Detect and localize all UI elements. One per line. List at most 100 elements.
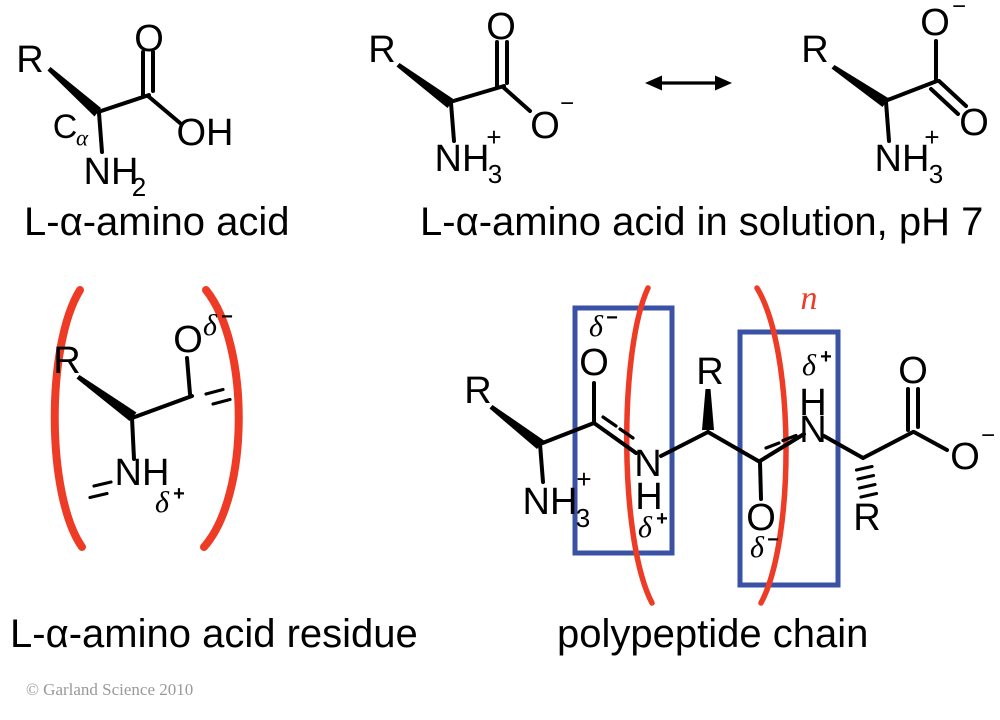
red-open-bracket: [50, 286, 86, 551]
bond: [659, 430, 710, 458]
partial-bond-dash: [211, 397, 232, 406]
peptide-bond-box-2: [737, 329, 841, 588]
carboxylate-charge-label: −: [980, 422, 996, 449]
partial-bond-dash: [781, 433, 798, 443]
amine-label: NH: [434, 138, 490, 180]
r-group-label: R: [368, 29, 396, 71]
bond: [538, 421, 596, 446]
carboxylate-charge-label: −: [559, 90, 575, 117]
carbonyl-oxygen-label: O: [134, 18, 164, 60]
wedge-bond: [76, 375, 137, 421]
wedge-bond: [489, 405, 544, 449]
hash-bond-dash: [857, 482, 877, 490]
partial-bond-dash: [204, 387, 225, 396]
hydrogen-label: H: [635, 476, 663, 518]
delta-minus-label: δ: [203, 309, 217, 342]
hash-bond-dash: [856, 473, 876, 481]
delta-minus-label: δ: [750, 531, 764, 564]
r-group-label: R: [16, 39, 44, 81]
oxygen-label: O: [898, 350, 928, 392]
bond: [185, 356, 192, 396]
nitrogen-label: N: [799, 409, 827, 451]
wedge-bond: [396, 63, 454, 108]
wedge-bond: [831, 65, 889, 107]
amine-label: NH: [874, 138, 930, 180]
amine-charge-label: +: [486, 122, 502, 152]
carboxylate-oxygen-label: O: [530, 105, 560, 147]
residue-bonds: [50, 286, 243, 551]
hydrogen-label: H: [799, 382, 827, 424]
amine-charge-label: +: [576, 464, 592, 494]
bond: [538, 442, 545, 484]
carbonyl-oxygen-label: O: [959, 102, 989, 144]
amide-label: NH: [114, 452, 170, 494]
delta-plus-sign: +: [820, 346, 832, 368]
repeat-n-label: n: [800, 280, 818, 317]
zwitterion-right-bonds: [831, 39, 968, 143]
delta-plus-label: δ: [802, 349, 816, 382]
partial-bond-dash: [601, 415, 618, 428]
partial-bond-dash: [618, 427, 635, 440]
hash-bond-dash: [859, 491, 879, 499]
hydroxyl-label: OH: [176, 112, 234, 154]
partial-bond-dash: [88, 491, 109, 500]
carboxylate-oxygen-label: O: [950, 436, 980, 478]
amino-acid-bonds: [47, 50, 182, 154]
amine-charge-label: +: [924, 122, 940, 152]
r-group-label: R: [696, 351, 724, 393]
delta-plus-sign: +: [656, 508, 668, 530]
wedge-bond: [702, 389, 714, 430]
delta-minus-sign: −: [606, 307, 618, 329]
oxygen-label: O: [173, 319, 203, 361]
residue-caption: L-α-amino acid residue: [10, 612, 418, 656]
bond: [130, 394, 194, 420]
bond: [449, 101, 456, 143]
wedge-bond: [47, 67, 101, 117]
amine-subscript: 3: [928, 159, 944, 189]
alpha-carbon-label: C: [52, 108, 78, 146]
double-bond: [929, 87, 960, 116]
delta-plus-label: δ: [155, 486, 169, 519]
bond: [758, 460, 763, 501]
polypeptide-caption: polypeptide chain: [557, 612, 869, 656]
bond: [912, 430, 949, 452]
oxygen-label: O: [746, 497, 776, 539]
arrowhead-right: [715, 75, 732, 91]
partial-bond-dash: [764, 441, 781, 450]
amino-acid-caption: L-α-amino acid: [24, 200, 290, 244]
bond: [501, 85, 532, 113]
bond: [861, 430, 915, 460]
amine-subscript: 3: [575, 503, 591, 533]
r-group-label: R: [801, 29, 829, 71]
bond: [706, 430, 762, 464]
partial-bond-dash: [92, 480, 113, 488]
double-bond: [937, 79, 968, 108]
r-group-label: R: [53, 340, 81, 382]
amine-label: NH: [83, 151, 139, 193]
amine-subscript: 3: [487, 159, 503, 189]
zwitterion-caption: L-α-amino acid in solution, pH 7: [420, 200, 984, 244]
delta-minus-label: δ: [589, 310, 603, 343]
delta-plus-sign: +: [173, 483, 185, 505]
polypeptide-bonds: [489, 285, 949, 606]
zwitterion-left-bonds: [396, 40, 532, 143]
carboxylate-charge-label: −: [951, 0, 967, 20]
amine-label: NH: [522, 481, 578, 523]
nitrogen-label: N: [634, 443, 662, 485]
delta-minus-sign: −: [767, 529, 779, 551]
bond: [448, 84, 506, 104]
oxygen-label: O: [579, 342, 609, 384]
bond: [130, 416, 136, 461]
red-close-bracket: [200, 286, 243, 551]
bond: [96, 93, 151, 114]
amine-subscript: 2: [131, 172, 147, 202]
bond: [884, 100, 891, 143]
delta-plus-label: δ: [638, 511, 652, 544]
alpha-carbon-subscript: α: [75, 125, 89, 151]
r-group-label: R: [464, 370, 492, 412]
bond: [146, 94, 182, 125]
r-group-label: R: [853, 497, 881, 539]
bond: [758, 432, 806, 463]
